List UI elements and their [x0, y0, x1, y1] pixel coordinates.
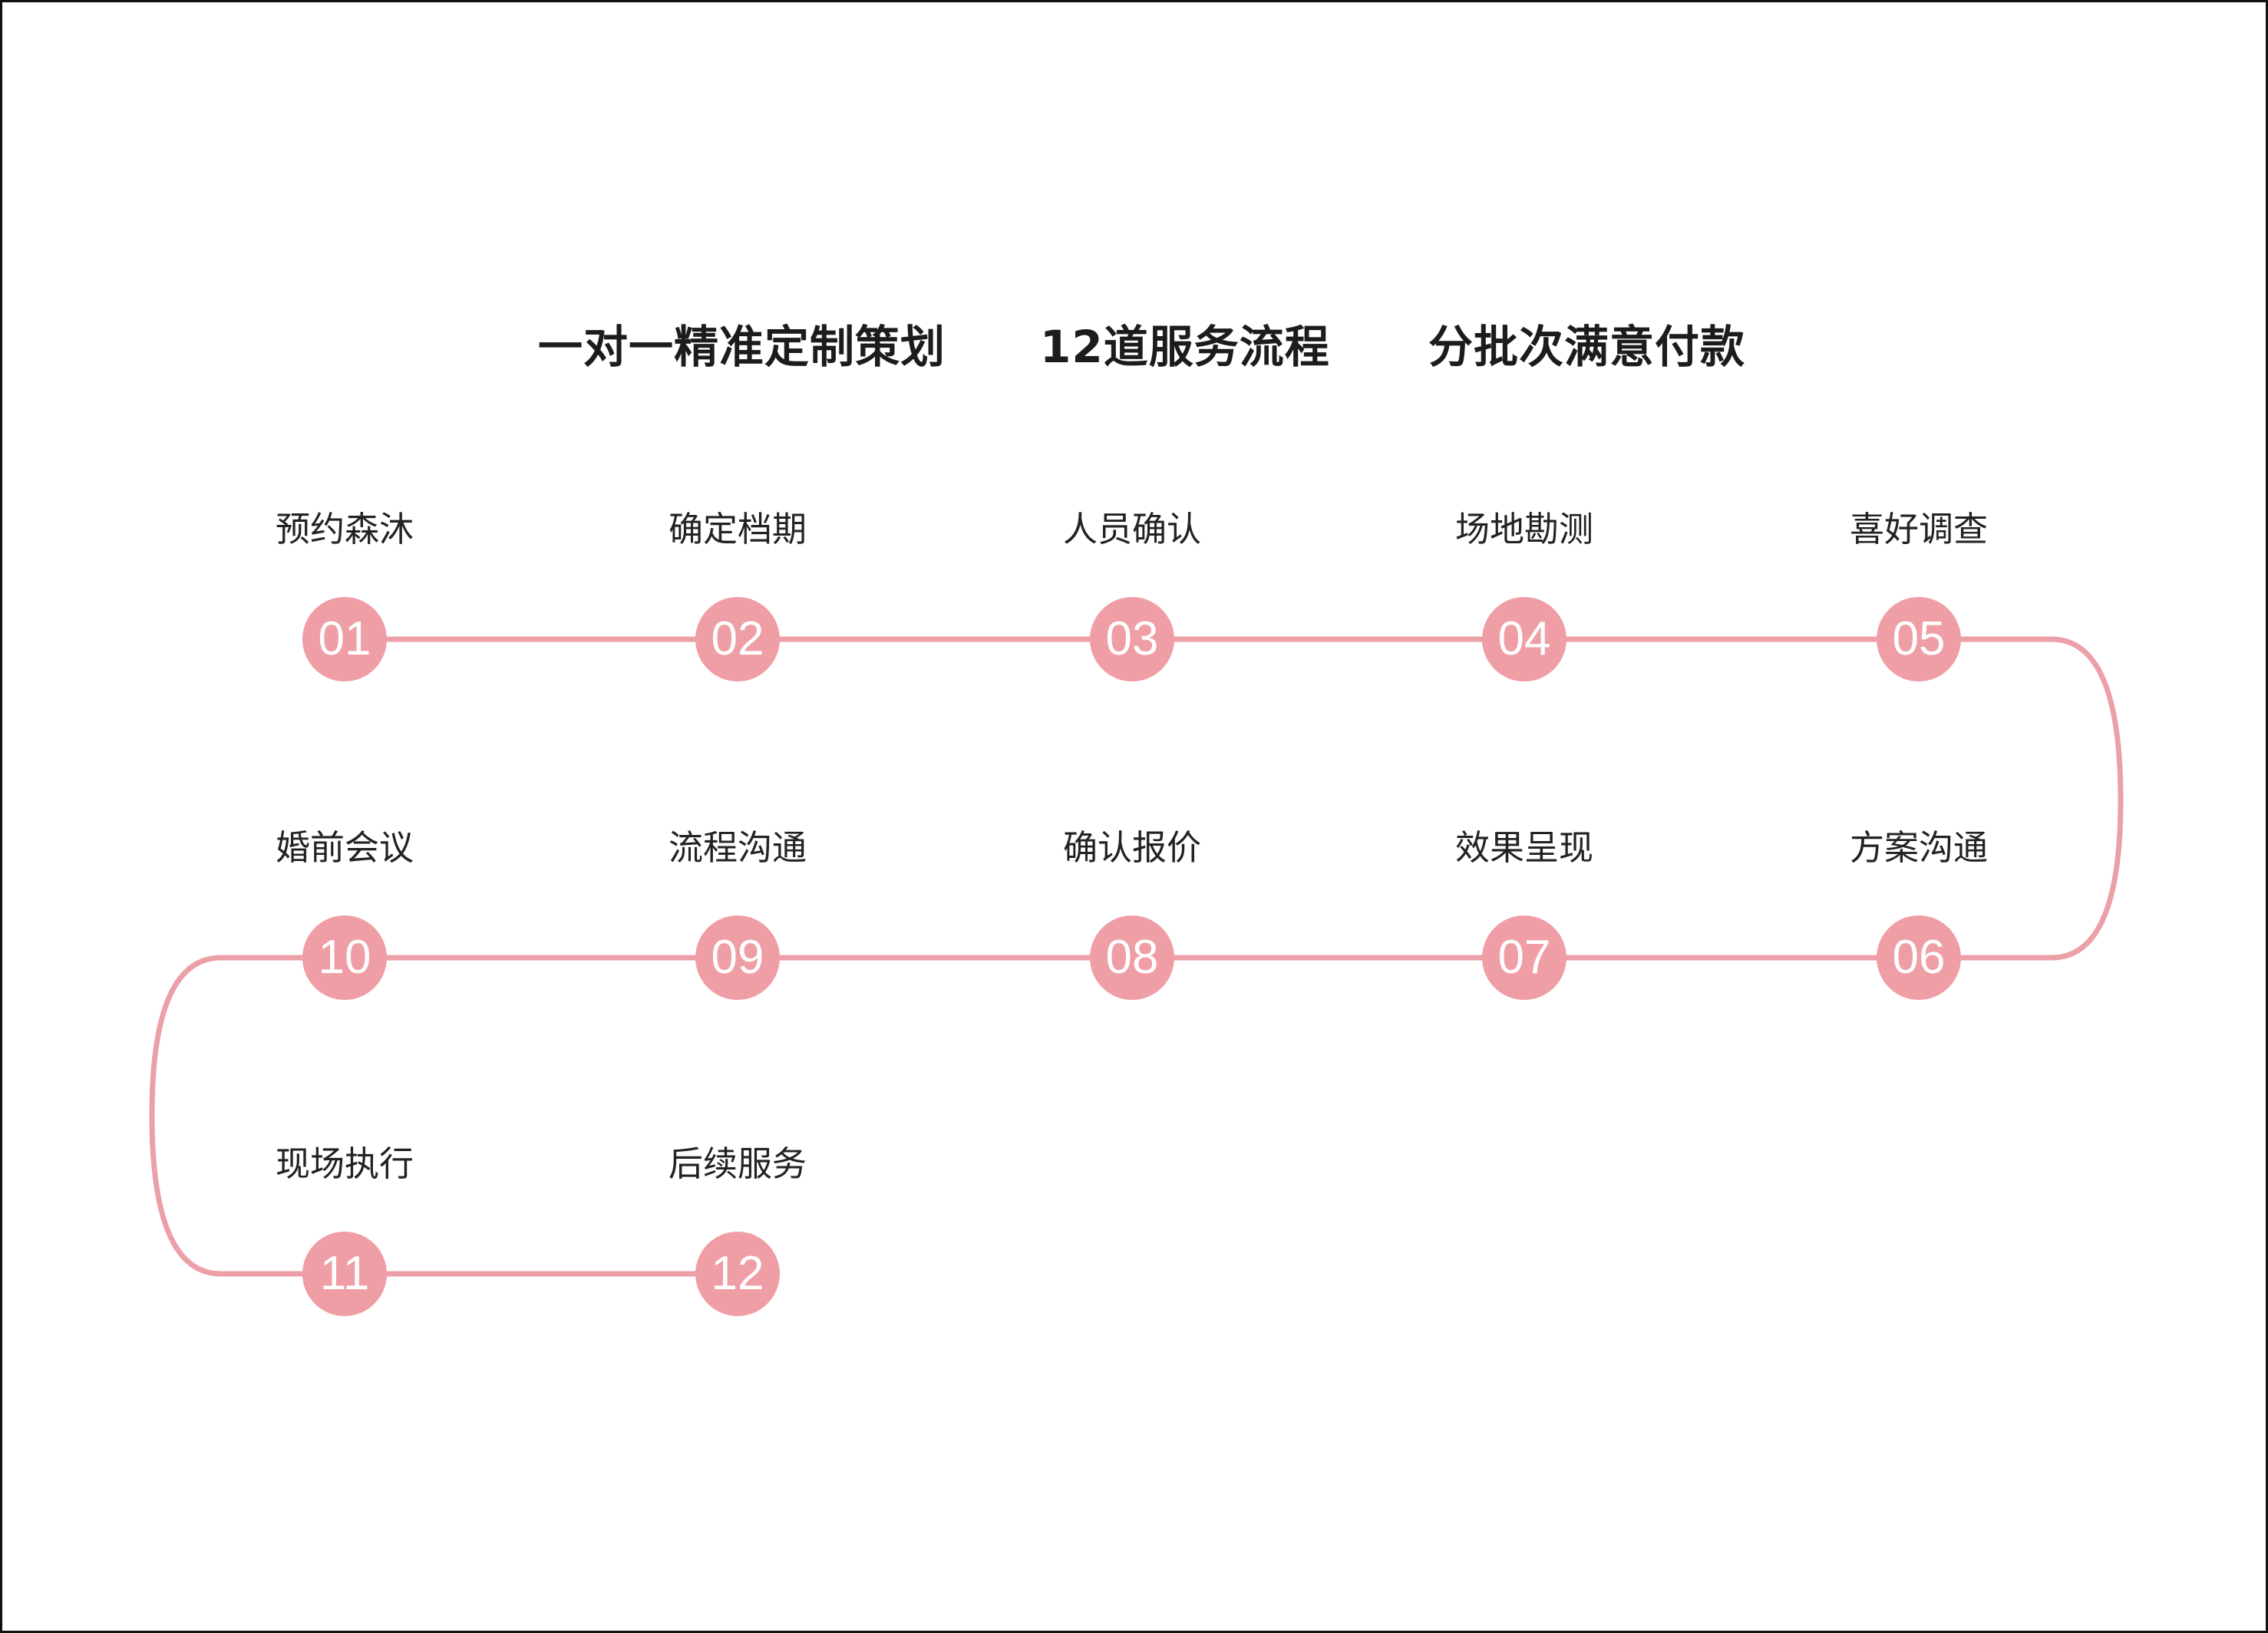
- headline-service-process: 12道服务流程: [1040, 321, 1330, 373]
- step-label: 人员确认: [1062, 509, 1201, 549]
- step-number-badge: 06: [1877, 915, 1961, 1000]
- step-label: 确认报价: [1062, 827, 1201, 868]
- step-label: 场地勘测: [1454, 509, 1593, 549]
- step-label: 现场执行: [275, 1143, 414, 1184]
- step-label: 流程沟通: [668, 827, 807, 868]
- step-number-badge: 08: [1090, 915, 1174, 1000]
- step-label: 喜好调查: [1849, 509, 1988, 549]
- step-number-badge: 07: [1482, 915, 1566, 1000]
- step-number-badge: 05: [1877, 597, 1961, 681]
- step-label: 方案沟通: [1849, 827, 1988, 868]
- step-number-badge: 01: [302, 597, 387, 681]
- step-label: 确定档期: [668, 509, 807, 549]
- step-label: 后续服务: [668, 1143, 807, 1184]
- headline-payment: 分批次满意付款: [1428, 321, 1746, 373]
- step-number-badge: 04: [1482, 597, 1566, 681]
- step-label: 预约森沐: [275, 509, 414, 549]
- step-number-badge: 02: [695, 597, 780, 681]
- step-number-badge: 09: [695, 915, 780, 1000]
- step-label: 婚前会议: [275, 827, 414, 868]
- step-number-badge: 11: [302, 1232, 387, 1316]
- step-number-badge: 10: [302, 915, 387, 1000]
- step-label: 效果呈现: [1454, 827, 1593, 868]
- step-number-badge: 12: [695, 1232, 780, 1316]
- step-number-badge: 03: [1090, 597, 1174, 681]
- headline-custom-planning: 一对一精准定制策划: [538, 321, 946, 373]
